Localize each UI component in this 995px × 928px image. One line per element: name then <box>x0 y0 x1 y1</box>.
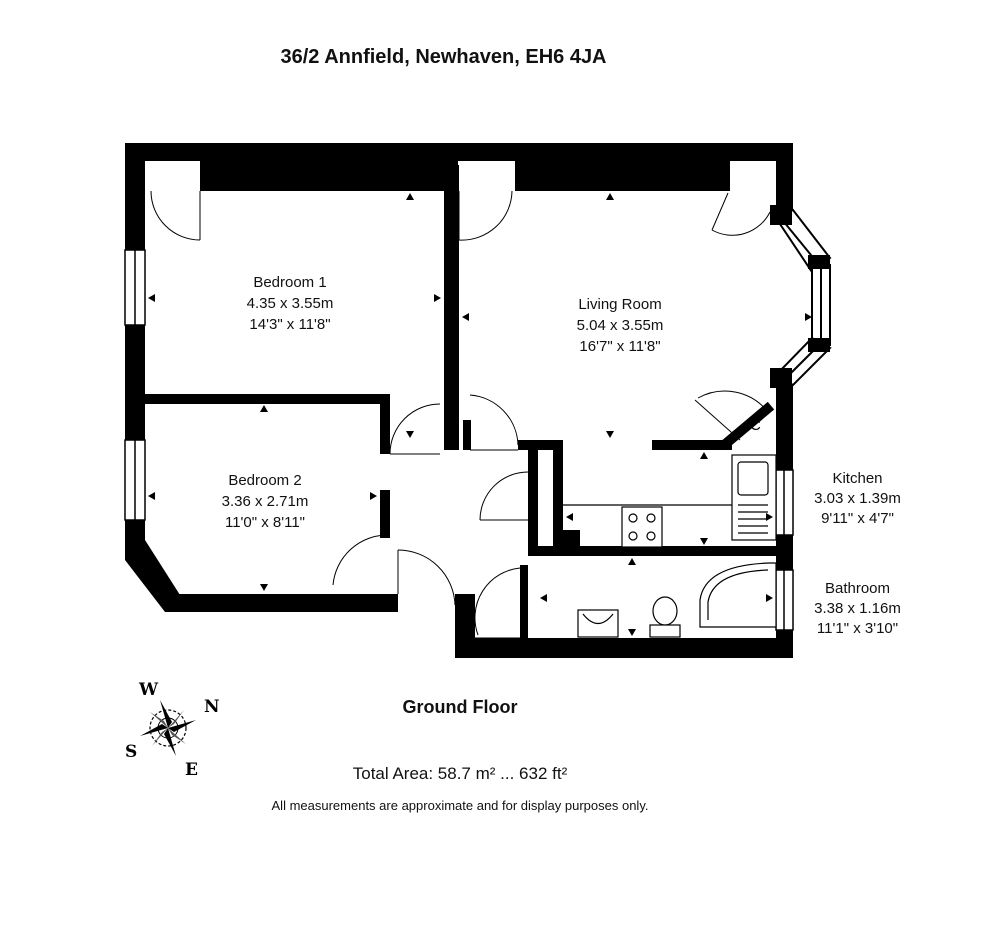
wall-lr-kitchen <box>518 440 563 450</box>
bathroom-fittings <box>577 562 777 638</box>
wall-kitchen-left2 <box>553 450 563 550</box>
room-imperial: 11'0" x 8'11" <box>224 514 306 531</box>
room-name: Living Room <box>578 296 662 313</box>
room-imperial: 11'1" x 3'10" <box>816 620 899 637</box>
page-title: 36/2 Annfield, Newhaven, EH6 4JA <box>280 46 607 68</box>
room-living: Living Room 5.04 x 3.55m 16'7" x 11'8" <box>545 294 695 357</box>
room-name: Bathroom <box>824 580 891 597</box>
room-metric: 3.03 x 1.39m <box>814 490 901 507</box>
room-metric: 4.35 x 3.55m <box>246 295 334 312</box>
wall-right-upper <box>776 143 793 218</box>
floor-label: Ground Floor <box>402 697 518 717</box>
room-bathroom: Bathroom 3.38 x 1.16m 11'1" x 3'10" <box>800 579 915 639</box>
wall-b1-lr <box>444 165 459 450</box>
kitchen-fittings <box>563 454 777 548</box>
room-name: Bedroom 1 <box>253 274 327 291</box>
kitchen-step <box>563 530 580 546</box>
wall-bottom-bedroom2 <box>165 594 398 612</box>
room-name: Bedroom 2 <box>228 472 302 489</box>
wall-kitchen-bath <box>528 546 778 556</box>
door-bathroom <box>474 567 521 636</box>
wall-b1-b2 <box>145 394 390 404</box>
compass-north: N <box>204 697 220 717</box>
compass-south: S <box>125 742 137 762</box>
wall-kitchen-left <box>528 450 538 550</box>
wall-bottom <box>455 638 793 658</box>
door-front <box>397 549 456 606</box>
toilet-cistern <box>649 624 681 638</box>
room-kitchen: Kitchen 3.03 x 1.39m 9'11" x 4'7" <box>800 469 915 529</box>
room-bedroom2: Bedroom 2 3.36 x 2.71m 11'0" x 8'11" <box>190 470 340 533</box>
door-hall-b2 <box>332 534 389 586</box>
wall-b2-hall-lower <box>380 490 390 538</box>
room-imperial: 16'7" x 11'8" <box>579 338 661 355</box>
wall-bath-left <box>520 565 528 640</box>
wall-top-lr <box>515 143 730 191</box>
compass-west: W <box>138 680 159 700</box>
room-metric: 5.04 x 3.55m <box>576 317 664 334</box>
disclaimer: All measurements are approximate and for… <box>271 798 649 813</box>
door-lr-bay <box>711 211 771 236</box>
room-imperial: 9'11" x 4'7" <box>821 510 894 527</box>
door-cupboard <box>697 390 769 413</box>
door-lr <box>458 190 513 241</box>
wall-top-b1 <box>200 143 458 191</box>
room-name: Kitchen <box>832 470 883 487</box>
hob <box>621 506 663 548</box>
room-metric: 3.36 x 2.71m <box>221 493 309 510</box>
wall-stub <box>463 420 471 450</box>
wall-lr-kitchen-right <box>652 440 732 450</box>
toilet-bowl <box>652 596 678 626</box>
door-hall-lr <box>469 394 519 446</box>
cupboard-label: C <box>750 417 761 434</box>
compass-icon <box>140 700 196 756</box>
total-area: Total Area: 58.7 m² ... 632 ft² <box>352 764 568 783</box>
door-hall-kitchen <box>479 471 529 521</box>
room-imperial: 14'3" x 11'8" <box>249 316 331 333</box>
room-bedroom1: Bedroom 1 4.35 x 3.55m 14'3" x 11'8" <box>215 272 365 335</box>
door-b1 <box>150 190 201 241</box>
room-metric: 3.38 x 1.16m <box>814 600 901 617</box>
wall-cupboard <box>721 401 775 449</box>
compass-east: E <box>185 760 198 780</box>
wall-b2-hall <box>380 394 390 454</box>
door-hall-b1 <box>389 403 441 455</box>
